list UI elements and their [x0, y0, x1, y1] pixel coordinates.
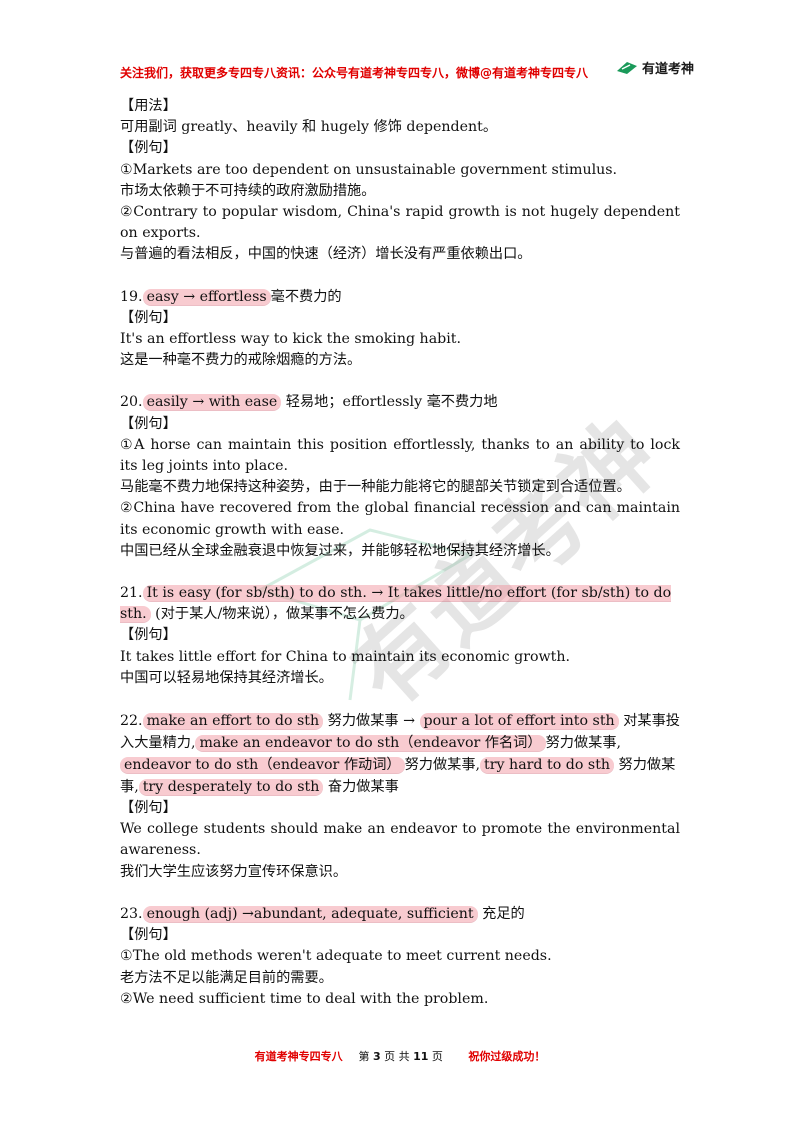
example-label: 【例句】	[120, 140, 177, 157]
entry-gloss: (对于某人/物来说），做某事不怎么费力。	[155, 606, 414, 623]
highlight-phrase: try hard to do sth	[480, 757, 615, 774]
entry-20-heading: 20.easily → with ease 轻易地；effortlessly 毫…	[120, 392, 680, 413]
highlight-phrase: try desperately to do sth	[138, 779, 324, 796]
example-en: It takes little effort for China to main…	[120, 648, 571, 665]
entry-gloss: 轻易地；effortlessly 毫不费力地	[285, 394, 498, 411]
page-indicator: 第 3 页 共 11 页	[358, 1050, 446, 1063]
footer-wish: 祝你过级成功！	[468, 1050, 546, 1063]
example-zh: 中国已经从全球金融衰退中恢复过来，并能够轻松地保持其经济增长。	[120, 542, 560, 559]
highlight-phrase: easy → effortless	[142, 288, 271, 305]
entry-23-heading: 23.enough (adj) →abundant, adequate, suf…	[120, 904, 680, 925]
entry-gloss: 努力做某事,	[120, 757, 676, 796]
example-label: 【例句】	[120, 800, 177, 817]
entry-number: 20.	[120, 394, 143, 411]
highlight-phrase: enough (adj) →abundant, adequate, suffic…	[142, 905, 478, 922]
example-en: ②China have recovered from the global fi…	[120, 500, 680, 538]
highlight-phrase: make an endeavor to do sth（endeavor 作名词）	[195, 735, 546, 752]
example-en: We college students should make an endea…	[120, 821, 680, 859]
brand-logo: 有道考神	[616, 58, 694, 77]
entry-gloss: 充足的	[482, 905, 525, 922]
example-en: ①The old methods weren't adequate to mee…	[120, 948, 552, 965]
example-zh: 中国可以轻易地保持其经济增长。	[120, 669, 333, 686]
example-label: 【例句】	[120, 627, 177, 644]
document-body: 【用法】 可用副词 greatly、heavily 和 hugely 修饰 de…	[120, 96, 680, 1010]
page-suffix: 页	[431, 1050, 443, 1063]
entry-gloss: 毫不费力的	[270, 288, 342, 305]
entry-gloss: 奋力做某事	[327, 779, 399, 796]
example-zh: 这是一种毫不费力的戒除烟瘾的方法。	[120, 352, 362, 369]
entry-21-heading: 21.It is easy (for sb/sth) to do sth. → …	[120, 583, 680, 625]
example-zh: 马能毫不费力地保持这种姿势，由于一种能力能将它的腿部关节锁定到合适位置。	[120, 479, 631, 496]
page-middle: 页 共	[384, 1050, 410, 1063]
page-header: 关注我们，获取更多专四专八资讯：公众号有道考神专四专八，微博@有道考神专四专八 …	[120, 61, 694, 86]
example-label: 【例句】	[120, 927, 177, 944]
example-en: ①A horse can maintain this position effo…	[120, 436, 680, 475]
page-footer: 有道考神专四专八 第 3 页 共 11 页 祝你过级成功！	[0, 1048, 800, 1064]
highlight-phrase: easily → with ease	[142, 394, 282, 411]
example-en: It's an effortless way to kick the smoki…	[120, 331, 461, 348]
page-number: 3	[372, 1050, 381, 1063]
entry-gloss: 努力做某事 →	[327, 713, 415, 730]
entry-number: 23.	[120, 905, 143, 922]
entry-gloss: 努力做某事,	[545, 735, 622, 752]
example-zh: 老方法不足以能满足目前的需要。	[120, 969, 333, 986]
logo-text: 有道考神	[641, 62, 694, 77]
example-zh: 与普遍的看法相反，中国的快速（经济）增长没有严重依赖出口。	[120, 246, 532, 263]
highlight-phrase: endeavor to do sth（endeavor 作动词）	[120, 757, 405, 774]
example-zh: 市场太依赖于不可持续的政府激励措施。	[120, 182, 376, 199]
highlight-phrase: pour a lot of effort into sth	[419, 713, 619, 730]
example-zh: 我们大学生应该努力宣传环保意识。	[120, 863, 348, 880]
page-total: 11	[413, 1050, 429, 1063]
entry-number: 21.	[120, 585, 143, 602]
example-label: 【例句】	[120, 415, 177, 432]
logo-icon	[616, 61, 637, 74]
usage-text: 可用副词 greatly、heavily 和 hugely 修饰 depende…	[120, 119, 498, 136]
header-promo-text: 关注我们，获取更多专四专八资讯：公众号有道考神专四专八，微博@有道考神专四专八	[120, 66, 589, 80]
entry-number: 19.	[120, 288, 143, 305]
entry-gloss: 努力做某事,	[404, 757, 481, 774]
example-en: ②Contrary to popular wisdom, China's rap…	[120, 204, 680, 242]
entry-gloss: 对某事投入大量精力,	[120, 713, 680, 752]
example-label: 【例句】	[120, 309, 177, 326]
example-en: ①Markets are too dependent on unsustaina…	[120, 161, 618, 178]
footer-brand: 有道考神专四专八	[254, 1050, 343, 1063]
page-prefix: 第	[358, 1050, 370, 1063]
highlight-phrase: make an effort to do sth	[142, 713, 324, 730]
entry-number: 22.	[120, 713, 143, 730]
entry-22-heading: 22.make an effort to do sth 努力做某事 → pour…	[120, 710, 680, 798]
example-en: ②We need sufficient time to deal with th…	[120, 990, 489, 1007]
usage-label: 【用法】	[120, 98, 177, 114]
